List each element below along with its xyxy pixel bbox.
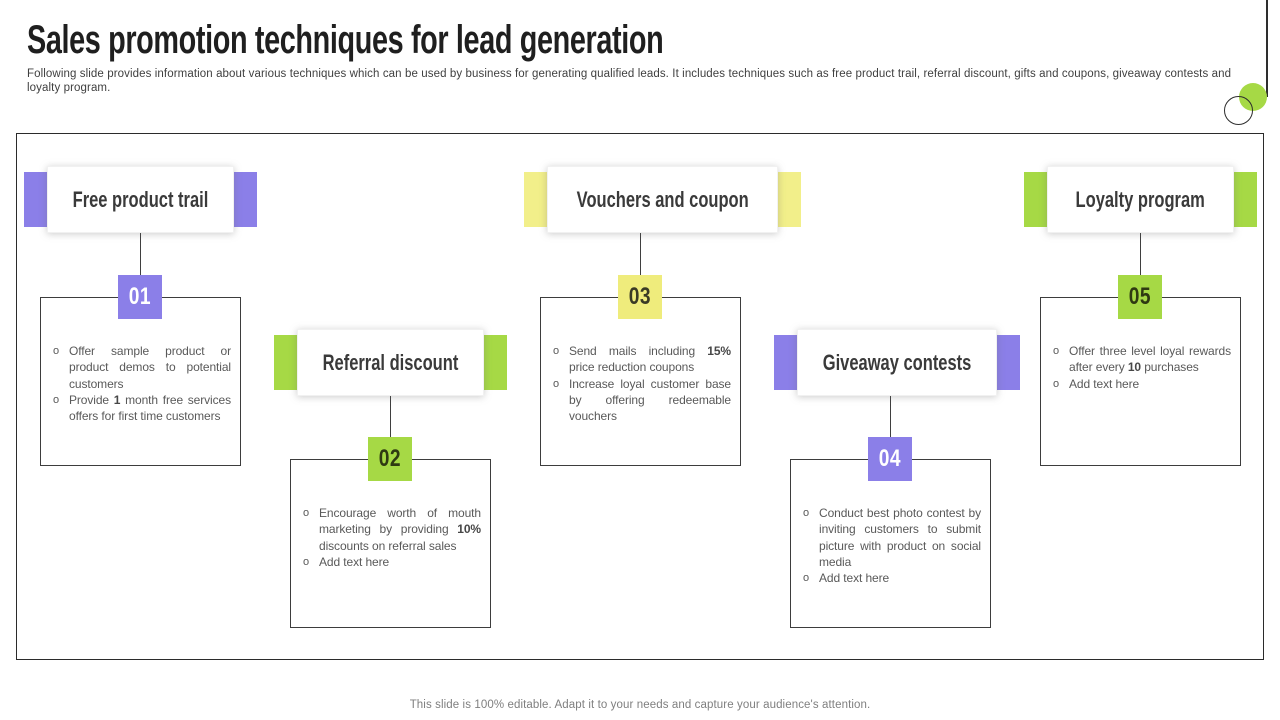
decor-vertical-line <box>1266 0 1268 97</box>
decor-outline-circle <box>1224 96 1253 125</box>
page-subtitle: Following slide provides information abo… <box>27 68 1232 94</box>
footer-note: This slide is 100% editable. Adapt it to… <box>409 699 871 711</box>
diagram-frame <box>16 133 1264 660</box>
page-title: Sales promotion techniques for lead gene… <box>27 18 664 62</box>
